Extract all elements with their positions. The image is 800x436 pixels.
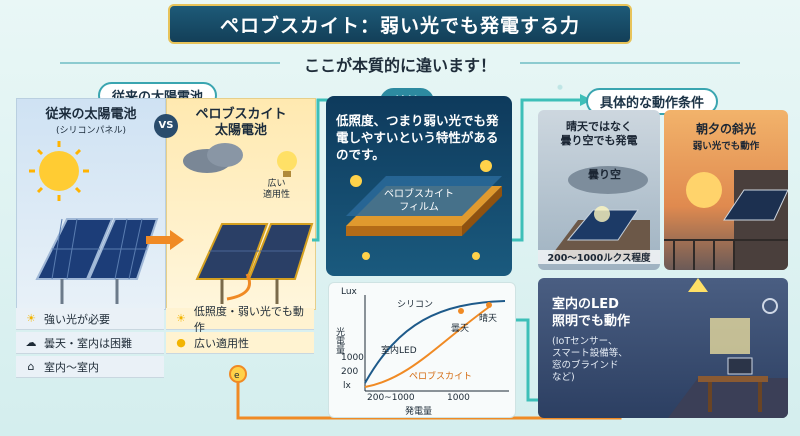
characteristics-panel: 低照度、つまり弱い光でも発電しやすいという特性があるのです。 ペロブスカイトフィ… [326, 96, 512, 276]
sun-small-icon: ☀ [26, 312, 36, 325]
cloud-icon [568, 166, 648, 194]
bulb-note: 広い適用性 [263, 179, 291, 200]
chart-y-tick-1000: 1000 [341, 353, 364, 363]
bulb-small-icon: ● [176, 336, 186, 349]
sun-dim-icon: ☀ [176, 312, 186, 325]
conventional-title: 従来の太陽電池 (シリコンパネル) [45, 107, 137, 136]
clock-icon [762, 298, 778, 314]
chart-y-label: 光電量 [334, 327, 344, 354]
label-silicon: シリコン [397, 300, 434, 310]
sunset-caption: 朝夕の斜光 [695, 122, 756, 136]
vs-badge: VS [154, 114, 178, 138]
perovskite-column: ペロブスカイト 太陽電池 広い適用性 [166, 98, 316, 310]
row-left-1: ☀強い光が必要 [16, 308, 164, 330]
label-sunny: 晴天 [479, 314, 498, 324]
chart-x-label: 発電量 [405, 407, 433, 417]
cloudy-caption: 晴天ではなく曇り空でも発電 [560, 120, 638, 147]
row-right-1: ☀低照度・弱い光でも動作 [166, 305, 314, 334]
film-label: ペロブスカイトフィルム [384, 189, 454, 213]
page-title: ペロブスカイト：弱い光でも発電する力 [219, 14, 580, 37]
house-icon: ⌂ [27, 360, 35, 373]
film-illustration [346, 160, 502, 260]
sunset-scene: 朝夕の斜光 弱い光でも動作 [664, 110, 788, 270]
label-indoor-led: 室内LED [381, 346, 417, 356]
title-banner: ペロブスカイト：弱い光でも発電する力 [168, 4, 632, 44]
comparison-panel: 従来の太陽電池 (シリコンパネル) VS ペロブスカイト [16, 98, 316, 388]
divider-right [520, 62, 740, 64]
lightbulb-icon [277, 151, 297, 171]
divider-left [60, 62, 280, 64]
svg-text:e: e [234, 371, 240, 381]
chart-x-tick-1: 200~1000 [367, 393, 415, 403]
sun-icon [39, 151, 79, 191]
silicon-curve [364, 300, 506, 384]
chart-curves [364, 295, 509, 392]
conventional-column: 従来の太陽電池 (シリコンパネル) [16, 98, 166, 310]
cloudy-scene: 晴天ではなく曇り空でも発電 曇り空 200～1000ルクス程度 [538, 110, 660, 270]
desk-icon [698, 376, 768, 382]
sun-panel-illustration [29, 141, 159, 304]
cloud-panel-illustration [183, 143, 314, 304]
subtitle: ここが本質的に違います！ [303, 56, 496, 75]
lux-chart: Lux 光電量 1000 200 lx 200~1000 1000 発電量 シリ… [328, 282, 516, 418]
row-left-3: ⌂室内～室内 [16, 356, 164, 378]
label-perovskite: ペロブスカイト [409, 372, 473, 382]
chart-y-unit: Lux [341, 287, 357, 297]
perovskite-curve [364, 306, 490, 388]
lux-range-label: 200～1000ルクス程度 [538, 250, 660, 264]
right-arrow-icon [146, 230, 184, 250]
particle-icon [350, 175, 362, 187]
indoor-note: (IoTセンサー、 スマート設備等、 窓のブラインド など) [552, 336, 628, 383]
row-left-2: ☁曇天・室内は困難 [16, 332, 164, 354]
cloudy-sky-label: 曇り空 [588, 168, 621, 181]
chart-x-tick-2: 1000 [447, 393, 470, 403]
sunset-sun-icon [686, 172, 722, 208]
characteristics-text: 低照度、つまり弱い光でも発電しやすいという特性があるのです。 [336, 113, 499, 162]
perovskite-title: ペロブスカイト 太陽電池 [195, 107, 287, 138]
row-right-2: ●広い適用性 [166, 332, 314, 354]
cloud-small-icon: ☁ [25, 336, 37, 349]
chart-y-unit-bottom: lx [343, 381, 351, 391]
label-cloudy: 曇天 [451, 324, 470, 334]
window-icon [710, 318, 750, 354]
chart-y-tick-200: 200 [341, 367, 359, 377]
ceiling-lamp-icon [688, 278, 708, 292]
sunset-note: 弱い光でも動作 [692, 141, 760, 152]
